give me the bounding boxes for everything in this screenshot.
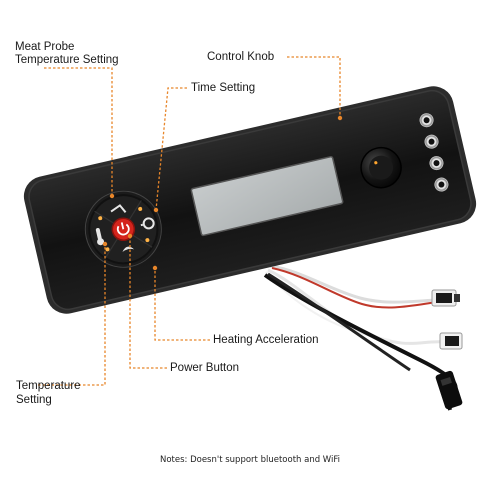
connector-middle bbox=[439, 332, 463, 350]
label-meat-probe-line2: Temperature Setting bbox=[15, 54, 119, 66]
label-time-setting: Time Setting bbox=[191, 82, 256, 94]
timer-icon[interactable] bbox=[140, 217, 155, 230]
label-control-knob: Control Knob bbox=[207, 51, 275, 63]
power-icon bbox=[116, 222, 130, 236]
label-heating-acceleration: Heating Acceleration bbox=[213, 334, 319, 346]
button-cluster bbox=[84, 190, 162, 268]
label-temperature-line2: Setting bbox=[16, 394, 52, 406]
flame-icon[interactable] bbox=[122, 245, 135, 253]
control-panel bbox=[23, 86, 477, 314]
footnote: Notes: Doesn't support bluetooth and WiF… bbox=[159, 455, 341, 465]
knob-icon[interactable] bbox=[357, 144, 405, 192]
probe-sockets bbox=[419, 113, 449, 192]
connector-top bbox=[431, 289, 460, 307]
label-meat-probe-line1: Meat Probe bbox=[15, 41, 75, 53]
label-temperature-line1: Temperature bbox=[16, 380, 81, 392]
probe-icon[interactable] bbox=[110, 204, 127, 216]
callout-lines bbox=[38, 56, 343, 386]
connector-plug bbox=[435, 370, 463, 410]
thermometer-icon[interactable] bbox=[94, 227, 105, 246]
lcd-screen bbox=[190, 156, 344, 237]
label-power-button: Power Button bbox=[170, 362, 240, 374]
